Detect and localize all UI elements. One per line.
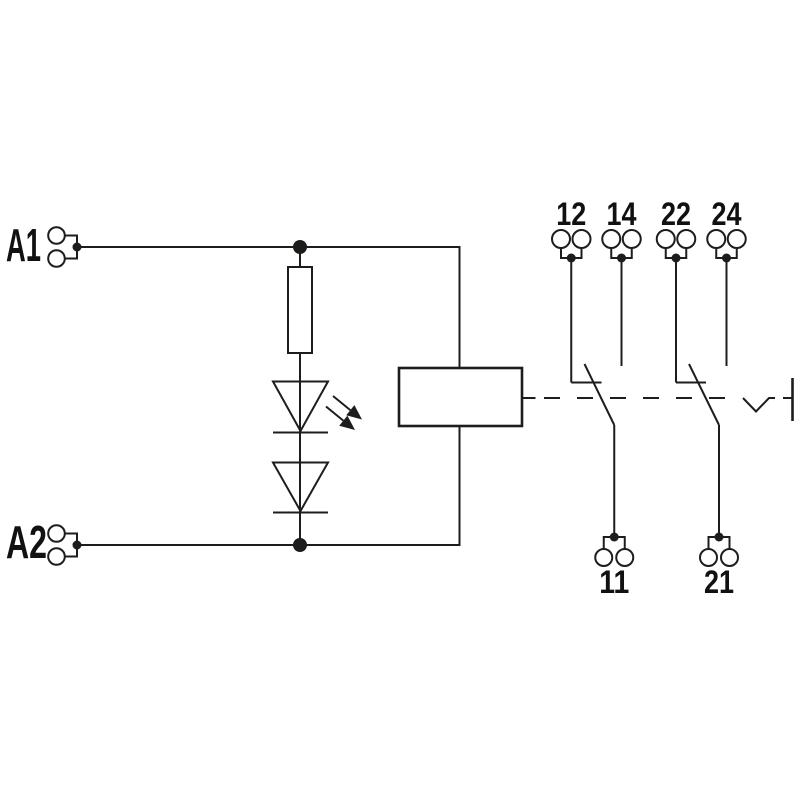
- screw-clamp-icon: [47, 547, 66, 566]
- terminal-14: 14: [601, 196, 642, 263]
- terminal-21-label: 21: [704, 564, 734, 600]
- terminal-11: 11: [594, 532, 635, 600]
- diode-triangle: [271, 380, 330, 434]
- screw-clamp-icon: [601, 229, 622, 249]
- terminal-12: 12: [551, 196, 592, 263]
- screw-clamp-icon: [571, 229, 592, 249]
- terminal-21: 21: [699, 532, 739, 600]
- screw-clamp-icon: [47, 524, 66, 543]
- screw-clamp-icon: [551, 229, 571, 249]
- screw-clamp-icon: [621, 229, 642, 249]
- clamp-bridge: [602, 536, 626, 549]
- screw-clamp-icon: [594, 548, 614, 567]
- led-symbol: [271, 380, 362, 434]
- screw-clamp-icon: [676, 229, 697, 249]
- screw-clamp-icon: [726, 229, 747, 249]
- screw-clamp-icon: [720, 548, 739, 567]
- wire-a1-to-coil: [77, 246, 461, 368]
- wire-a2-to-coil: [77, 426, 461, 546]
- terminal-a2: A2: [6, 516, 82, 568]
- screw-clamp-icon: [615, 548, 635, 567]
- diode-symbol: [271, 461, 330, 514]
- diode-triangle: [271, 461, 330, 514]
- changeover-contact-2: [675, 258, 728, 537]
- screw-clamp-icon: [706, 229, 727, 249]
- terminal-12-label: 12: [556, 196, 586, 232]
- arrow-shaft: [332, 395, 351, 411]
- screw-clamp-icon: [47, 249, 66, 268]
- screw-clamp-icon: [655, 229, 676, 249]
- resistor-symbol: [287, 266, 313, 354]
- relay-coil-symbol: [397, 366, 524, 428]
- changeover-contact-1: [570, 258, 623, 537]
- terminal-14-label: 14: [607, 196, 637, 232]
- terminal-24: 24: [706, 196, 747, 263]
- moving-contact-arm: [688, 363, 720, 426]
- terminal-a1-label: A1: [6, 219, 41, 271]
- screw-clamp-icon: [47, 226, 66, 245]
- terminal-11-label: 11: [599, 564, 629, 600]
- arrow-head: [346, 405, 362, 420]
- led-light-arrow-icon: [332, 395, 362, 420]
- arrow-shaft: [325, 405, 344, 422]
- screw-clamp-icon: [699, 548, 718, 567]
- arrow-head: [339, 415, 355, 430]
- terminal-a1: A1: [6, 219, 82, 271]
- led-light-arrow-icon: [325, 405, 355, 430]
- led-indicator-branch: [271, 247, 362, 545]
- terminal-22-label: 22: [661, 196, 691, 232]
- clamp-bridge: [707, 536, 731, 549]
- terminal-22: 22: [655, 196, 697, 263]
- terminal-24-label: 24: [712, 196, 742, 232]
- terminal-a2-label: A2: [6, 516, 47, 568]
- moving-contact-arm: [583, 363, 616, 426]
- actuator-notch-icon: [742, 397, 775, 413]
- mechanical-linkage: [522, 378, 794, 421]
